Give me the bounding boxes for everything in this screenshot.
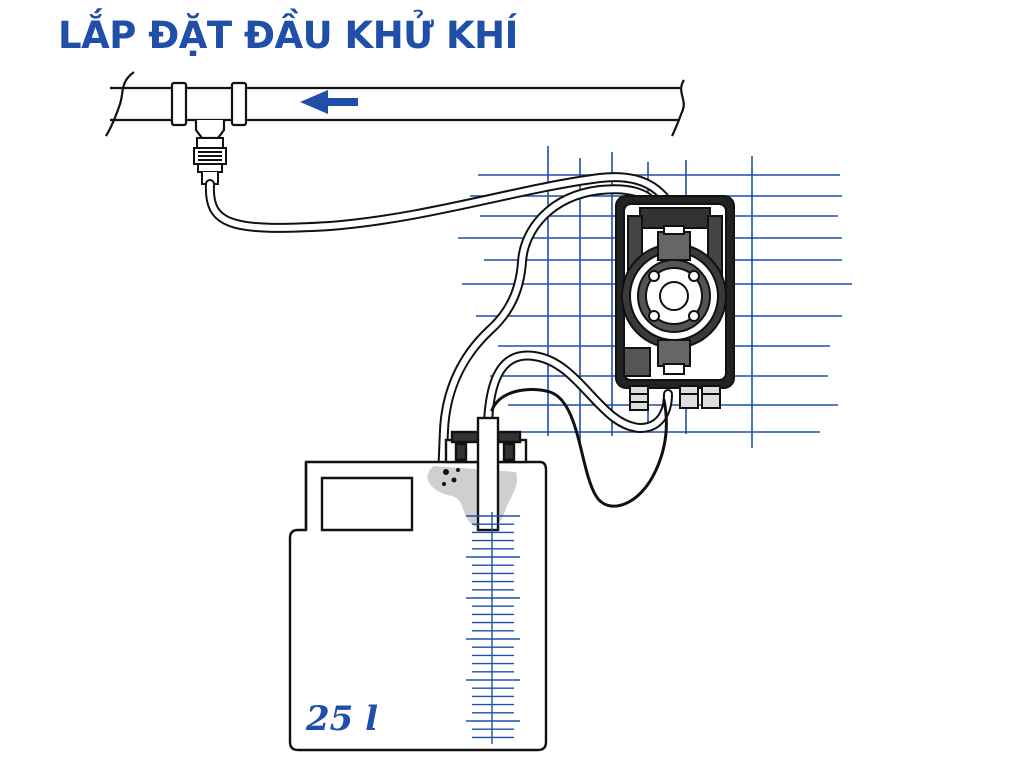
main-pipe xyxy=(105,71,685,137)
tank-volume-label: 25 l xyxy=(305,699,378,739)
flow-arrow-icon xyxy=(300,90,358,114)
pump-icon xyxy=(615,195,735,411)
tubing xyxy=(204,172,685,508)
tank-icon xyxy=(288,416,548,752)
injection-valve xyxy=(193,137,227,185)
diagram-title: LẮP ĐẶT ĐẦU KHỬ KHÍ xyxy=(58,14,518,57)
volume-scale xyxy=(466,512,520,744)
